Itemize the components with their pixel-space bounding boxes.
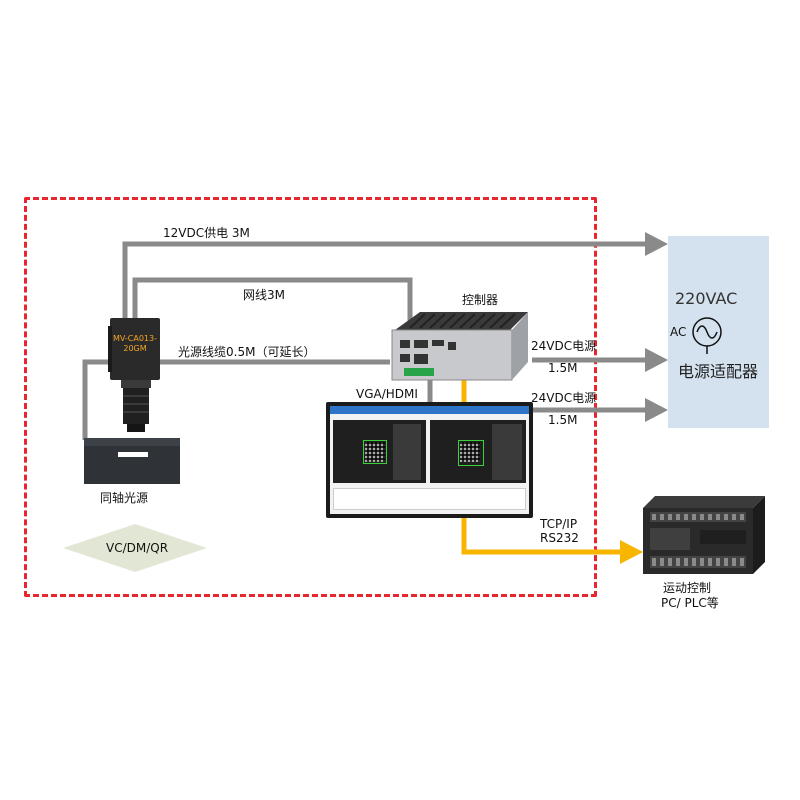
controller-label: 控制器 (462, 293, 499, 307)
light-cable-label: 光源线缆0.5M（可延长） (178, 345, 316, 359)
plc-device (643, 496, 765, 574)
comm-line (461, 518, 630, 555)
adapter-ac-label: AC (670, 325, 687, 339)
power-adapter-panel (668, 236, 769, 428)
power-12v-label: 12VDC供电 3M (163, 226, 250, 240)
controller-device (391, 312, 528, 381)
comm-protocol-line2: RS232 (540, 531, 579, 545)
power-24v-a-label: 24VDC电源 (531, 339, 597, 353)
network-line (132, 277, 413, 332)
power-24v-arrowhead-a (645, 348, 668, 372)
comm-arrowhead (620, 540, 643, 564)
light-source-label: 同轴光源 (100, 491, 149, 505)
power-12v-arrowhead (645, 232, 668, 256)
system-boundary (24, 197, 597, 597)
code-sample-diamond (63, 524, 207, 572)
adapter-name-label: 电源适配器 (677, 362, 758, 381)
coaxial-light-source (84, 438, 180, 484)
power-24v-arrowhead-b (645, 398, 668, 422)
power-24v-b-label: 24VDC电源 (531, 391, 597, 405)
plc-label-line1: 运动控制 (663, 581, 712, 595)
power-12v-line (122, 241, 655, 320)
plc-label-line2: PC/ PLC等 (661, 596, 719, 610)
monitor-screen (330, 406, 529, 514)
code-types-label: VC/DM/QR (106, 541, 169, 555)
network-label: 网线3M (243, 288, 285, 302)
comm-protocol-line1: TCP/IP (540, 517, 578, 531)
power-24v-a-length: 1.5M (548, 361, 578, 375)
video-label: VGA/HDMI (356, 387, 418, 401)
ac-symbol-icon (692, 317, 722, 354)
adapter-voltage-label: 220VAC (675, 289, 738, 308)
power-24v-b-length: 1.5M (548, 413, 578, 427)
light-cable-line (82, 359, 390, 440)
camera (108, 318, 160, 432)
camera-model-label: MV-CA013-20GM (112, 334, 157, 353)
